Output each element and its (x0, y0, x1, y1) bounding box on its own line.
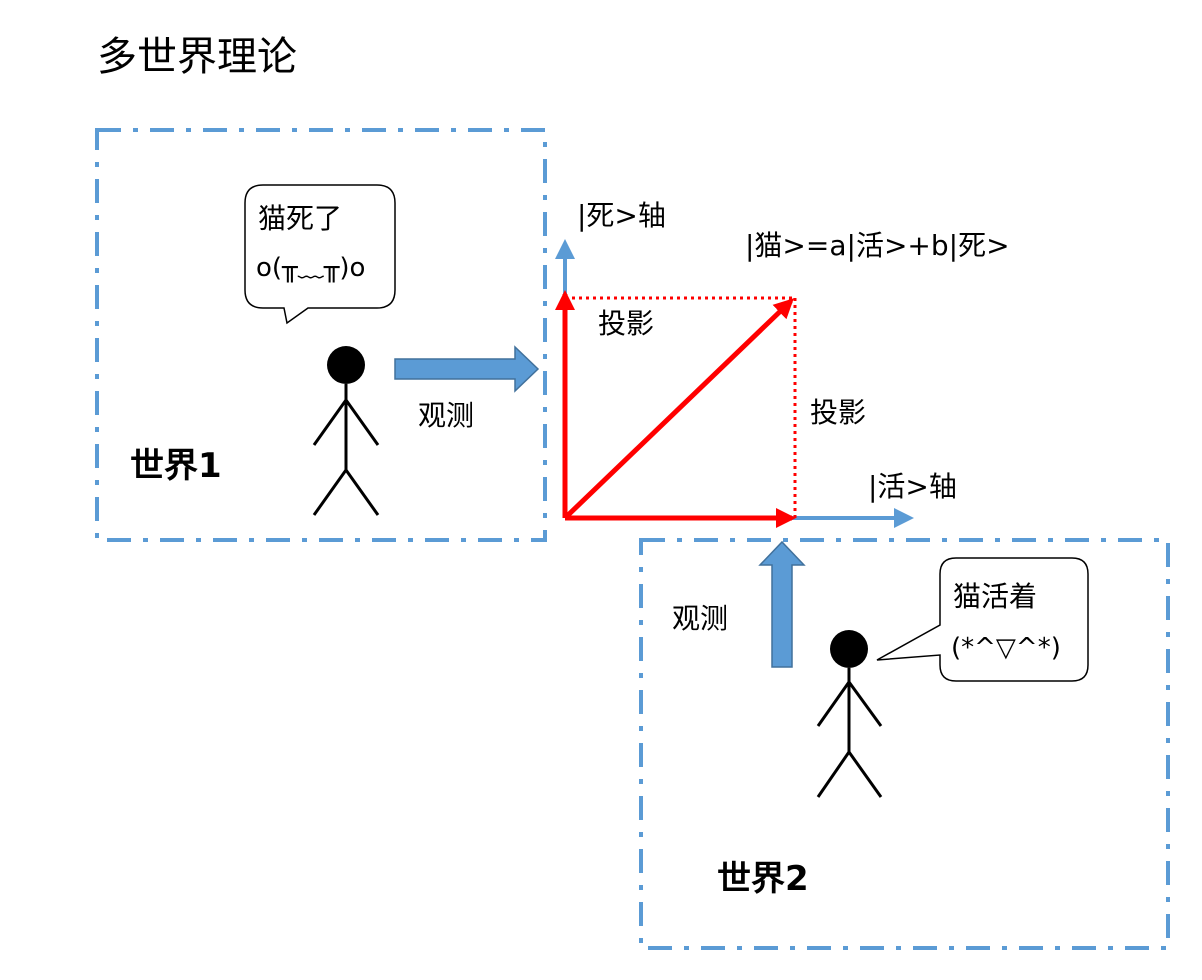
world1-observe-arrow (394, 345, 540, 393)
state-vector-label: |猫>=a|活>+b|死> (745, 229, 1010, 262)
alive-axis-label: |活>轴 (868, 470, 957, 503)
dead-axis-label: |死>轴 (577, 199, 666, 232)
state-vector (563, 298, 794, 520)
world2-bubble-line1: 猫活着 (953, 580, 1037, 613)
world1-stick-figure (312, 346, 380, 516)
world1-bubble-line1: 猫死了 (258, 202, 342, 235)
world1-speech-bubble (244, 184, 396, 325)
world2-bubble-line2: (*^▽^*) (951, 633, 1061, 663)
world2-observe-arrow (758, 540, 806, 668)
world2-stick-figure (816, 630, 883, 798)
projection-label-top: 投影 (598, 307, 654, 340)
world1-bubble-line2: o(╥﹏╥)o (256, 253, 365, 283)
world1-label: 世界1 (130, 446, 222, 486)
world2-label: 世界2 (717, 859, 809, 899)
world2-observe-label: 观测 (672, 602, 728, 635)
world2-speech-bubble (876, 557, 1089, 682)
world2-frame (639, 538, 1170, 950)
world1-figure-head (327, 346, 365, 384)
page-title: 多世界理论 (97, 34, 297, 80)
world1-observe-label: 观测 (418, 399, 474, 432)
world2-figure-head (830, 630, 868, 668)
projection-label-right: 投影 (810, 396, 866, 429)
world1-frame (95, 128, 547, 542)
